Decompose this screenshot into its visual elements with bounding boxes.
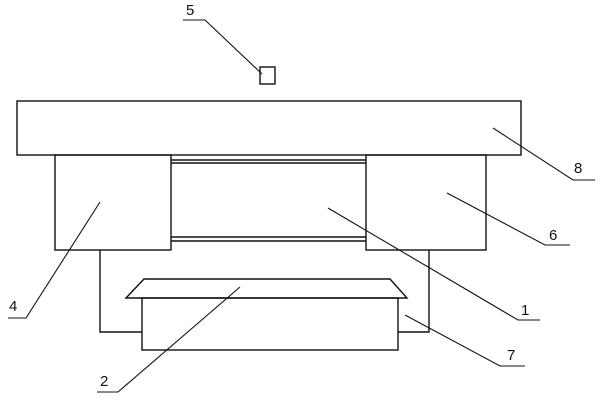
label-1: 1 [521,302,529,319]
leader-7 [404,314,525,367]
frame-left-part-7 [99,250,142,333]
left-block-part-4 [54,154,172,251]
frame-right-part-7 [398,250,430,333]
leader-6 [446,192,570,246]
lower-tray-part-2 [124,278,409,351]
top-plate-part-8 [16,100,522,156]
label-5: 5 [186,2,194,19]
leader-8 [492,127,595,181]
label-4: 4 [9,298,17,315]
label-2: 2 [100,373,108,390]
leader-2 [97,286,241,393]
leader-4 [8,201,101,319]
middle-window-part-1 [171,159,366,242]
label-8: 8 [574,160,582,177]
label-6: 6 [549,227,557,244]
right-block-part-6 [365,154,487,251]
leader-1 [327,207,540,321]
label-7: 7 [507,347,515,364]
sensor-part-5 [259,66,276,85]
leader-5 [183,19,263,75]
